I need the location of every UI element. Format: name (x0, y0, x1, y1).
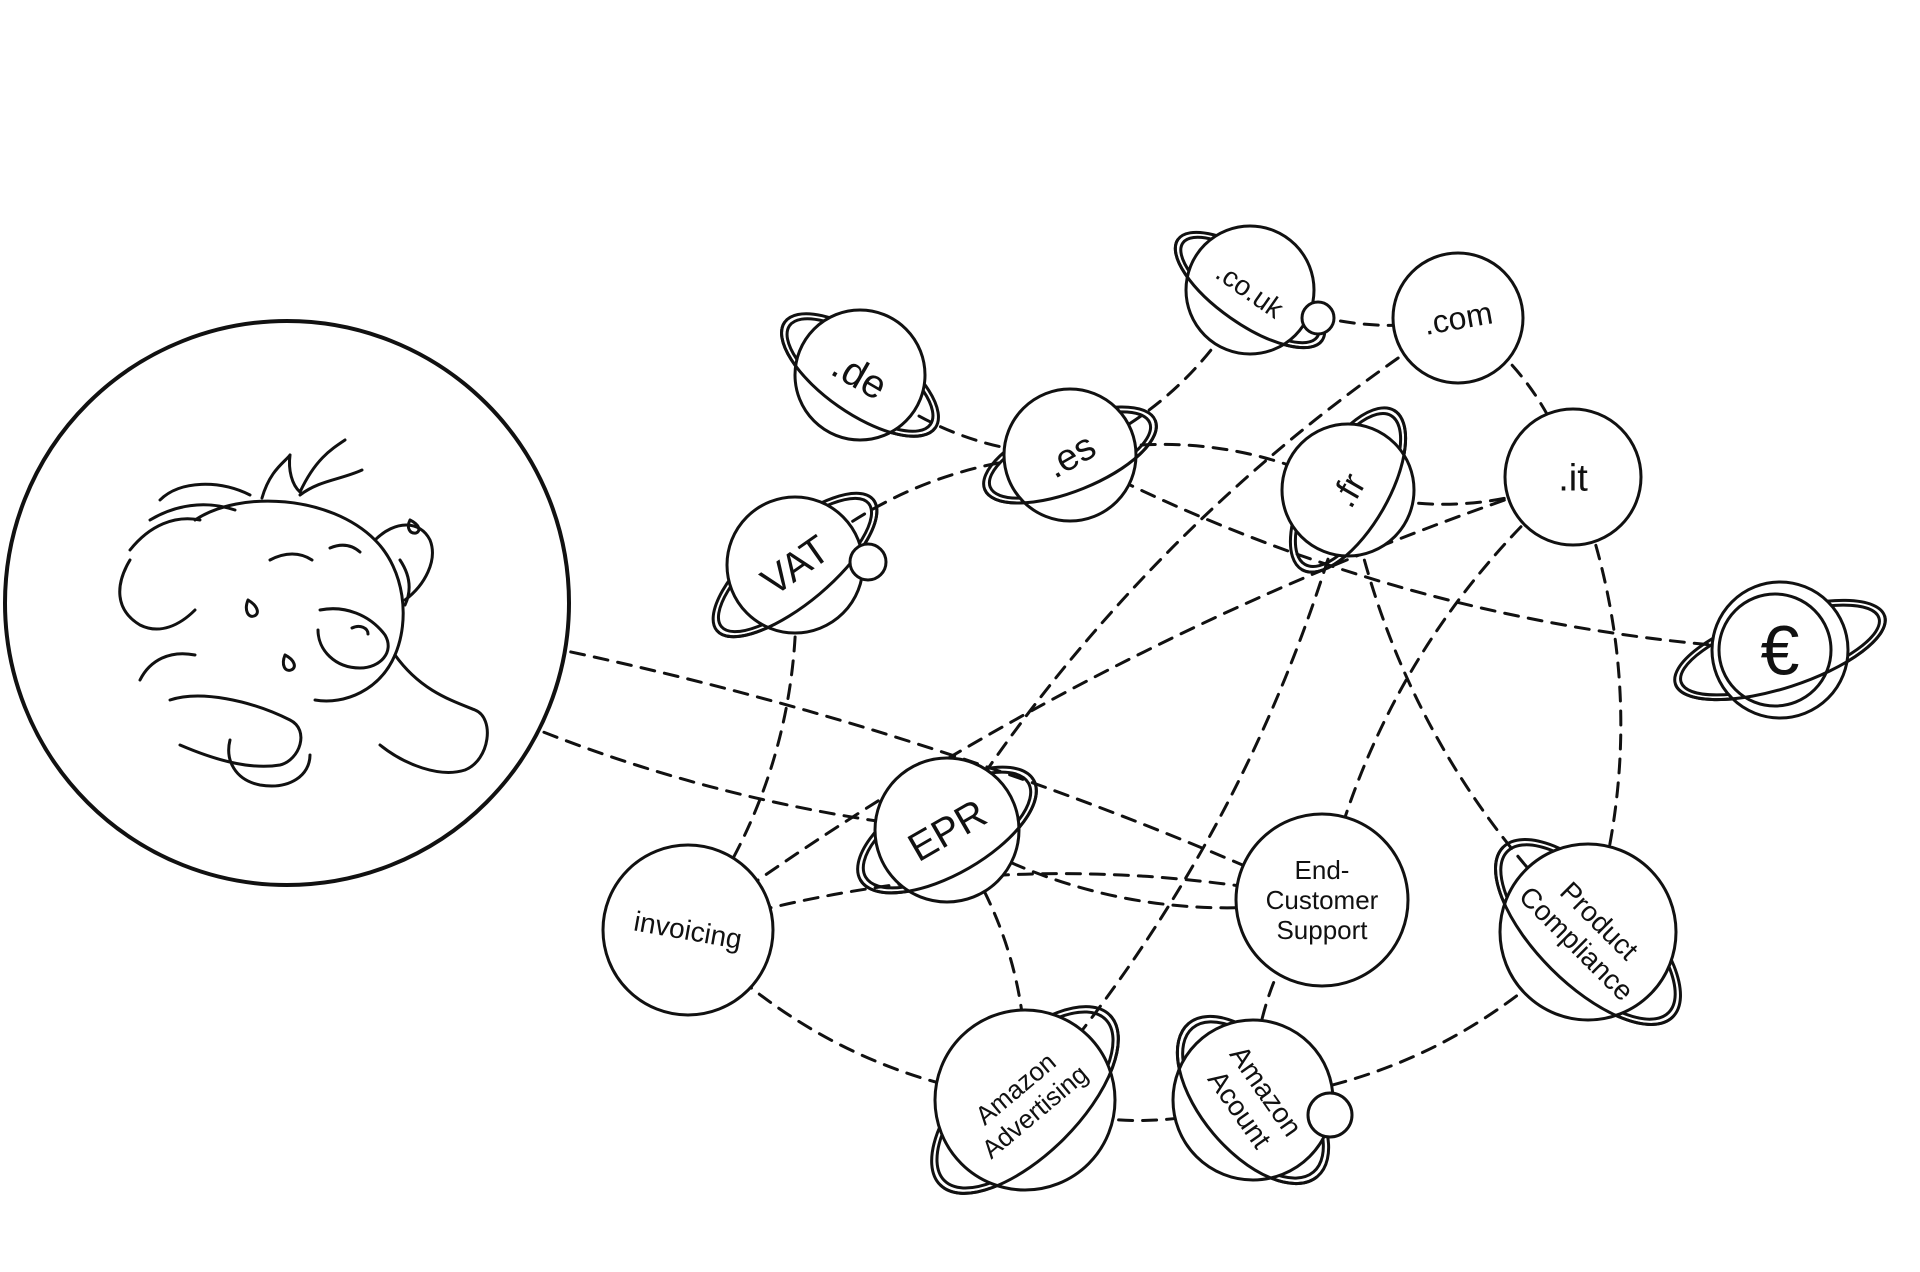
planet-body-it (1503, 407, 1643, 547)
coin-rim (1717, 592, 1833, 708)
planet-es: .es (982, 387, 1158, 523)
planet-body-ecs (1234, 812, 1410, 988)
planet-body-euro (1710, 580, 1850, 720)
planet-euro: € (1673, 580, 1887, 720)
label-euro: € (1761, 612, 1800, 690)
planet-body-es (1002, 387, 1138, 523)
planet-body-invoicing (601, 843, 775, 1017)
planet-invoicing: invoicing (601, 843, 775, 1017)
ring-front-epr (859, 779, 1038, 895)
portrait-circle (3, 319, 571, 887)
planet-acct: AmazonAcount (1171, 1014, 1354, 1186)
planet-de: .de (780, 308, 940, 442)
planet-couk: .co.uk (1173, 224, 1336, 356)
ring-front-euro (1673, 615, 1887, 702)
planet-body-ads (933, 1008, 1117, 1192)
moon-vat (848, 542, 888, 582)
label-it: .it (1558, 457, 1588, 499)
ring-front-couk (1173, 238, 1324, 350)
link-invoicing-it (686, 475, 1575, 932)
stressed-seller-illustration (118, 438, 489, 788)
ring-front-ads (939, 1014, 1120, 1195)
link-fr-ads (1023, 488, 1350, 1102)
ring-front-de (780, 321, 937, 438)
planet-body-de (793, 308, 927, 442)
planet-fr: .fr (1280, 406, 1416, 574)
ring-front-fr (1301, 409, 1408, 574)
ring-front-vat (715, 498, 879, 639)
planet-vat: VAT (711, 491, 888, 639)
planet-body-couk (1184, 224, 1316, 356)
planet-com: .com (1391, 251, 1525, 385)
ring-front-pc (1494, 846, 1674, 1026)
planet-body-fr (1280, 422, 1416, 558)
link-com-epr (945, 316, 1460, 832)
link-euro-es (1068, 453, 1782, 652)
link-es-vat (793, 453, 1072, 567)
planet-body-epr (873, 756, 1021, 904)
moon-couk (1300, 300, 1336, 336)
link-it-ecs (1320, 475, 1575, 902)
moon-acct (1306, 1091, 1354, 1139)
planet-body-pc (1498, 842, 1678, 1022)
link-invoicing-ecs (686, 872, 1324, 932)
ring-front-es (983, 419, 1158, 505)
planet-body-com (1391, 251, 1525, 385)
seller-portrait (3, 319, 571, 887)
planet-it: .it (1503, 407, 1643, 547)
ring-front-acct (1175, 1022, 1319, 1186)
planet-epr: EPR (856, 756, 1038, 904)
planet-pc: ProductCompliance (1494, 838, 1682, 1026)
planet-ads: AmazonAdvertising (930, 1005, 1120, 1195)
